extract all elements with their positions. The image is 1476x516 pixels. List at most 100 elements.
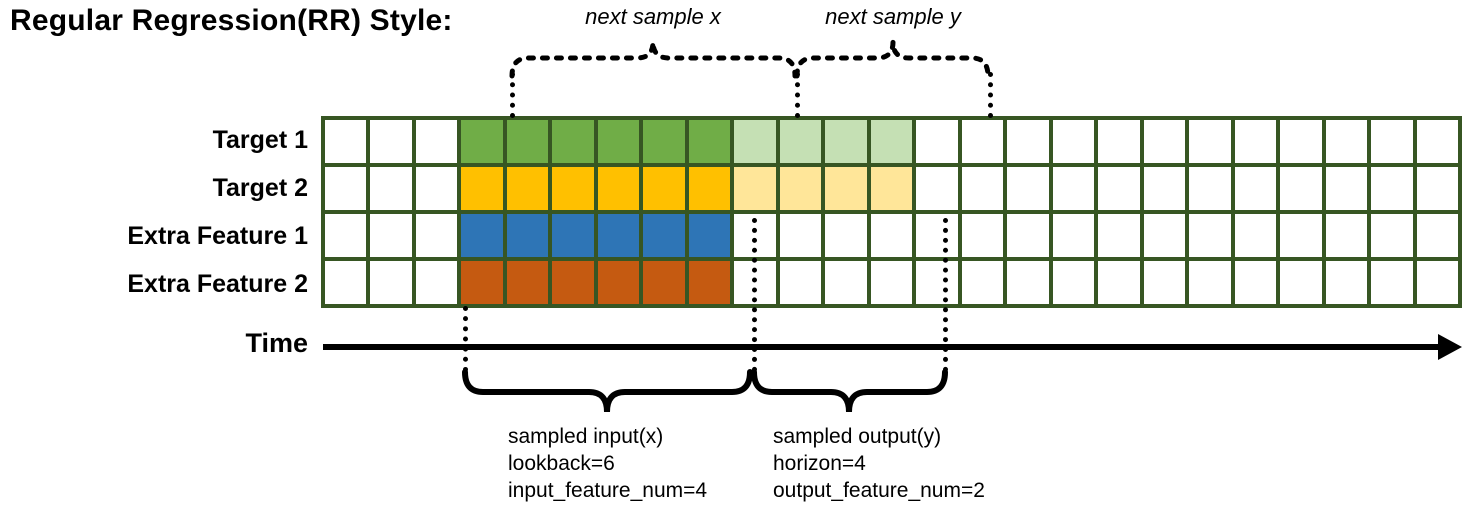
grid-cell-r2-c10 bbox=[734, 167, 776, 210]
grid-cell-r4-c5 bbox=[506, 261, 549, 304]
grid-cell-r3-c3 bbox=[415, 214, 458, 257]
brace-next-sample-y bbox=[794, 41, 991, 79]
grid-cell-r3-c9 bbox=[688, 214, 731, 257]
grid-cell-r2-c21 bbox=[1234, 167, 1277, 210]
grid-cell-r4-c7 bbox=[597, 261, 640, 304]
grid-cell-r4-c13 bbox=[870, 261, 913, 304]
grid-cell-r3-c25 bbox=[1416, 214, 1458, 257]
brace-sampled-input bbox=[462, 369, 753, 413]
row-label-target-2: Target 2 bbox=[212, 174, 308, 202]
grid-cell-r4-c24 bbox=[1371, 261, 1413, 304]
grid-cell-r2-c14 bbox=[916, 167, 958, 210]
grid-cell-r1-c4 bbox=[461, 120, 503, 163]
guide-line-input-start-top bbox=[510, 72, 515, 118]
grid-cell-r3-c17 bbox=[1052, 214, 1095, 257]
grid-cell-r4-c16 bbox=[1007, 261, 1049, 304]
grid-cell-r3-c20 bbox=[1189, 214, 1231, 257]
grid-cell-r3-c18 bbox=[1098, 214, 1140, 257]
grid-cell-r4-c20 bbox=[1189, 261, 1231, 304]
grid-cell-r2-c4 bbox=[461, 167, 503, 210]
time-axis-label: Time bbox=[245, 328, 308, 358]
grid-cell-r1-c17 bbox=[1052, 120, 1095, 163]
grid-cell-r2-c12 bbox=[825, 167, 867, 210]
grid-cell-r1-c8 bbox=[643, 120, 685, 163]
grid-cell-r3-c5 bbox=[506, 214, 549, 257]
brace-sampled-output bbox=[751, 369, 948, 413]
grid-cell-r1-c3 bbox=[415, 120, 458, 163]
grid-cell-r3-c7 bbox=[597, 214, 640, 257]
grid-cell-r1-c25 bbox=[1416, 120, 1458, 163]
grid-cell-r4-c17 bbox=[1052, 261, 1095, 304]
sampled-output-line-1: sampled output(y) bbox=[773, 425, 942, 448]
grid-cell-r4-c8 bbox=[643, 261, 685, 304]
sampled-output-line-2: horizon=4 bbox=[773, 452, 866, 475]
grid-cell-r2-c17 bbox=[1052, 167, 1095, 210]
grid-cell-r1-c14 bbox=[916, 120, 958, 163]
grid-cell-r2-c15 bbox=[961, 167, 1004, 210]
grid-cell-r4-c14 bbox=[916, 261, 958, 304]
grid-cell-r4-c19 bbox=[1143, 261, 1186, 304]
grid-cell-r3-c13 bbox=[870, 214, 913, 257]
grid-cell-r1-c12 bbox=[825, 120, 867, 163]
time-axis-arrow-icon bbox=[1438, 334, 1462, 360]
row-label-extra-feature-1: Extra Feature 1 bbox=[127, 222, 308, 250]
grid-cell-r2-c23 bbox=[1325, 167, 1368, 210]
sampled-input-line-1: sampled input(x) bbox=[508, 425, 664, 448]
grid-cell-r1-c11 bbox=[779, 120, 822, 163]
grid-cell-r3-c1 bbox=[325, 214, 367, 257]
grid-cell-r4-c3 bbox=[415, 261, 458, 304]
grid-cell-r3-c21 bbox=[1234, 214, 1277, 257]
grid-cell-r2-c19 bbox=[1143, 167, 1186, 210]
guide-line-window-split-top bbox=[795, 72, 800, 118]
grid-cell-r1-c6 bbox=[552, 120, 594, 163]
grid-cell-r4-c1 bbox=[325, 261, 367, 304]
sampled-input-line-3: input_feature_num=4 bbox=[508, 479, 708, 502]
grid-cell-r4-c9 bbox=[688, 261, 731, 304]
grid-cell-r1-c18 bbox=[1098, 120, 1140, 163]
caption-next-sample-x: next sample x bbox=[585, 4, 721, 29]
grid-cell-r4-c21 bbox=[1234, 261, 1277, 304]
grid-cell-r2-c16 bbox=[1007, 167, 1049, 210]
grid-cell-r1-c10 bbox=[734, 120, 776, 163]
grid-cell-r2-c2 bbox=[370, 167, 412, 210]
row-label-column: Target 1 Target 2 Extra Feature 1 Extra … bbox=[0, 116, 308, 308]
page-title: Regular Regression(RR) Style: bbox=[10, 4, 453, 37]
grid-cell-r2-c18 bbox=[1098, 167, 1140, 210]
grid-cell-r2-c6 bbox=[552, 167, 594, 210]
grid-cell-r1-c7 bbox=[597, 120, 640, 163]
grid-cell-r3-c2 bbox=[370, 214, 412, 257]
grid-cell-r2-c13 bbox=[870, 167, 913, 210]
guide-line-output-end-mid bbox=[943, 218, 948, 372]
row-label-extra-feature-2: Extra Feature 2 bbox=[127, 270, 308, 298]
grid-cell-r1-c24 bbox=[1371, 120, 1413, 163]
grid-cell-r1-c21 bbox=[1234, 120, 1277, 163]
grid-cell-r4-c12 bbox=[825, 261, 867, 304]
grid-cell-r2-c1 bbox=[325, 167, 367, 210]
guide-line-output-end-top bbox=[988, 72, 993, 118]
grid-cell-r2-c5 bbox=[506, 167, 549, 210]
grid-cell-r4-c25 bbox=[1416, 261, 1458, 304]
guide-line-input-start-bot bbox=[463, 306, 468, 372]
brace-next-sample-x bbox=[509, 41, 798, 79]
grid-cell-r1-c16 bbox=[1007, 120, 1049, 163]
grid-cell-r3-c15 bbox=[961, 214, 1004, 257]
caption-sampled-input: sampled input(x) lookback=6 input_featur… bbox=[508, 423, 707, 504]
grid-cell-r4-c4 bbox=[461, 261, 503, 304]
grid-cell-r1-c15 bbox=[961, 120, 1004, 163]
grid-cell-r4-c23 bbox=[1325, 261, 1368, 304]
grid-cell-r2-c3 bbox=[415, 167, 458, 210]
sampled-output-line-3: output_feature_num=2 bbox=[773, 479, 985, 502]
grid-cell-r3-c14 bbox=[916, 214, 958, 257]
grid-cell-r4-c15 bbox=[961, 261, 1004, 304]
row-label-target-1: Target 1 bbox=[212, 126, 308, 154]
grid-cell-r2-c22 bbox=[1280, 167, 1322, 210]
grid-cell-r3-c8 bbox=[643, 214, 685, 257]
grid-cell-r3-c22 bbox=[1280, 214, 1322, 257]
sampled-input-line-2: lookback=6 bbox=[508, 452, 615, 475]
caption-next-sample-y: next sample y bbox=[825, 4, 961, 29]
grid-cell-r4-c18 bbox=[1098, 261, 1140, 304]
grid-cell-r1-c13 bbox=[870, 120, 913, 163]
grid-cell-r4-c22 bbox=[1280, 261, 1322, 304]
grid-cell-r1-c2 bbox=[370, 120, 412, 163]
grid-cell-r1-c23 bbox=[1325, 120, 1368, 163]
